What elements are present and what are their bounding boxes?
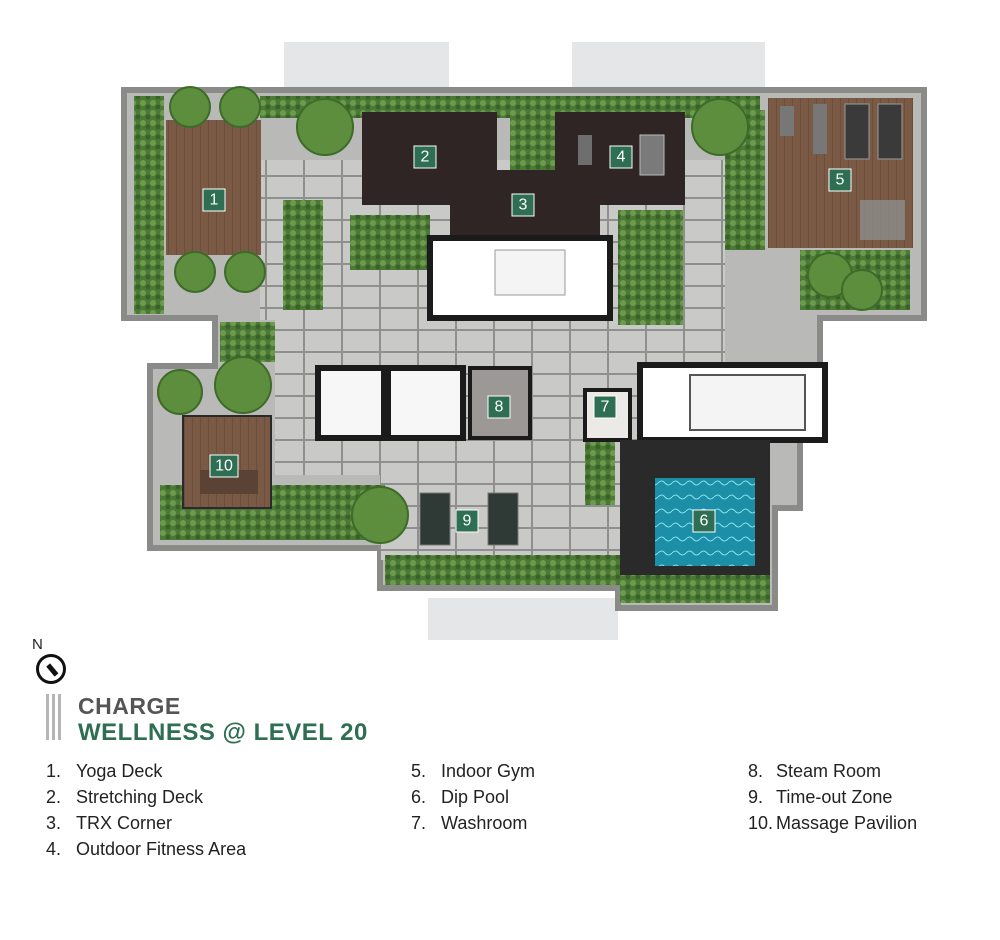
floor-plan: 1 2 3 4 5 6 7 8 9 10 bbox=[121, 42, 927, 640]
svg-text:9: 9 bbox=[463, 513, 472, 530]
lift-2 bbox=[385, 365, 466, 441]
marker-9[interactable]: 9 bbox=[455, 509, 479, 533]
legend-item: 1.Yoga Deck bbox=[46, 761, 163, 781]
marker-6[interactable]: 6 bbox=[692, 509, 716, 533]
marker-3[interactable]: 3 bbox=[511, 193, 535, 217]
tree-canopies bbox=[157, 86, 883, 544]
hedge-north-strip bbox=[510, 110, 555, 170]
svg-text:1: 1 bbox=[210, 192, 219, 209]
hedge-west-lower bbox=[220, 322, 275, 362]
legend-item: 7.Washroom bbox=[411, 813, 528, 833]
hedge-central-left bbox=[350, 215, 430, 270]
legend-column-3: 8.Steam Room 9.Time-out Zone 10.Massage … bbox=[748, 758, 917, 836]
weight-station bbox=[860, 200, 905, 240]
brand-bars-icon bbox=[46, 694, 64, 740]
svg-text:2: 2 bbox=[421, 149, 430, 166]
time-out-lounger-2 bbox=[487, 492, 519, 546]
svg-text:7: 7 bbox=[601, 399, 610, 416]
legend-item: 9.Time-out Zone bbox=[748, 787, 893, 807]
compass-needle bbox=[46, 663, 59, 677]
bike-2 bbox=[813, 104, 827, 154]
hedge-south-east bbox=[620, 575, 770, 603]
adjacent-block-bottom bbox=[428, 598, 618, 640]
stair-flight-east bbox=[689, 374, 806, 431]
compass-icon bbox=[36, 654, 66, 684]
treadmill-2 bbox=[877, 103, 903, 160]
adjacent-block-top-left bbox=[284, 42, 449, 92]
hedge-south bbox=[385, 555, 620, 585]
legend-item: 5.Indoor Gym bbox=[411, 761, 536, 781]
svg-text:5: 5 bbox=[836, 172, 845, 189]
hedge-central-right bbox=[618, 210, 683, 325]
north-label: N bbox=[32, 636, 43, 653]
plan-title: CHARGE bbox=[78, 693, 181, 719]
legend-column-1: 1.Yoga Deck 2.Stretching Deck 3.TRX Corn… bbox=[46, 758, 246, 862]
marker-1[interactable]: 1 bbox=[202, 188, 226, 212]
legend-item: 2.Stretching Deck bbox=[46, 787, 204, 807]
marker-10[interactable]: 10 bbox=[209, 454, 239, 478]
plan-subtitle: WELLNESS @ LEVEL 20 bbox=[78, 719, 368, 746]
marker-2[interactable]: 2 bbox=[413, 145, 437, 169]
lift-1 bbox=[315, 365, 387, 441]
hedge-west-planter bbox=[283, 200, 323, 310]
treadmill-1 bbox=[844, 103, 870, 160]
yoga-deck bbox=[166, 120, 261, 255]
legend-item: 3.TRX Corner bbox=[46, 813, 173, 833]
marker-8[interactable]: 8 bbox=[487, 395, 511, 419]
svg-text:3: 3 bbox=[519, 197, 528, 214]
bike-1 bbox=[780, 106, 794, 136]
adjacent-block-top-right bbox=[572, 42, 765, 92]
legend-item: 8.Steam Room bbox=[748, 761, 882, 781]
legend-column-2: 5.Indoor Gym 6.Dip Pool 7.Washroom bbox=[411, 758, 535, 836]
hedge-west bbox=[134, 96, 164, 314]
fitness-equipment-2 bbox=[639, 134, 665, 176]
marker-4[interactable]: 4 bbox=[609, 145, 633, 169]
fitness-equipment-1 bbox=[578, 135, 592, 165]
time-out-lounger-1 bbox=[419, 492, 451, 546]
marker-5[interactable]: 5 bbox=[828, 168, 852, 192]
hedge-washroom-side bbox=[585, 440, 615, 505]
legend-item: 10.Massage Pavilion bbox=[748, 813, 918, 833]
stair-flight-north bbox=[494, 249, 566, 296]
north-compass: N bbox=[32, 636, 78, 688]
legend-item: 6.Dip Pool bbox=[411, 787, 510, 807]
dark-fitness-floor bbox=[362, 112, 685, 240]
svg-text:8: 8 bbox=[495, 399, 504, 416]
svg-text:6: 6 bbox=[700, 513, 709, 530]
marker-7[interactable]: 7 bbox=[593, 395, 617, 419]
legend-item: 4.Outdoor Fitness Area bbox=[46, 839, 247, 859]
svg-text:10: 10 bbox=[215, 458, 233, 475]
svg-text:4: 4 bbox=[617, 149, 626, 166]
